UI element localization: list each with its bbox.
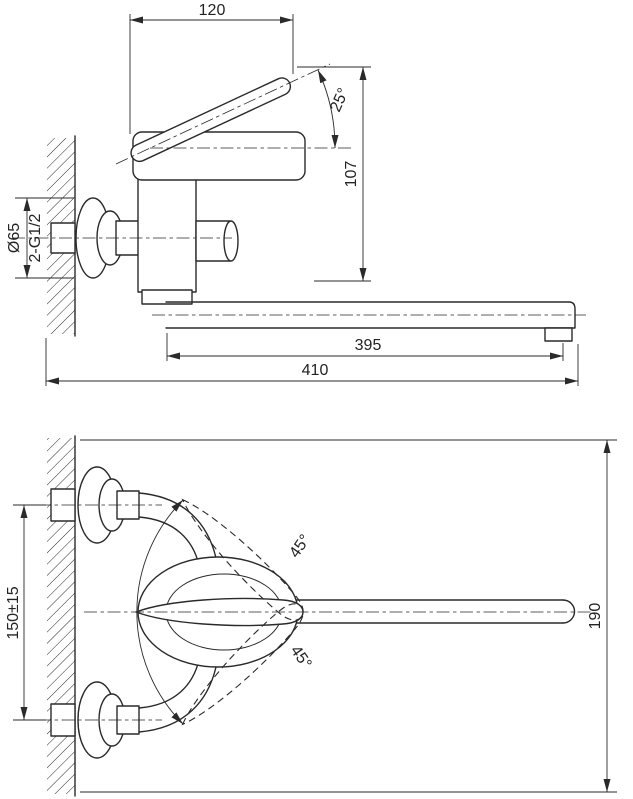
top-view: 120 25° 107 Ø65 2-G1/2 395 (6, 2, 586, 386)
dim-107-label: 107 (343, 161, 360, 188)
handle-axis-centerline (115, 63, 331, 165)
dim-escutcheon-diameter: Ø65 2-G1/2 (6, 197, 74, 279)
diverter-cap (223, 220, 239, 262)
dim-410-label: 410 (302, 362, 329, 379)
dim-dia65-label: Ø65 (6, 223, 23, 253)
dim-120-label: 120 (199, 2, 226, 19)
aerator (544, 327, 573, 342)
dim-overall-reach: 410 (45, 338, 579, 386)
dim-45deg-upper-label: 45° (286, 532, 314, 562)
dim-150-label: 150±15 (5, 586, 22, 639)
dim-395-label: 395 (355, 337, 382, 354)
body-cylinder (137, 175, 197, 293)
spout-plan (291, 599, 576, 624)
dim-spout-reach: 395 (166, 333, 564, 361)
faucet-body-side (132, 131, 306, 305)
spout-side (165, 301, 576, 342)
dim-handle-length: 120 (129, 2, 294, 134)
bottom-view: 150±15 45° 45° 190 (5, 435, 617, 797)
dim-25deg-label: 25° (327, 86, 352, 115)
dim-height: 107 (297, 66, 371, 282)
dim-mount-centers: 150±15 (5, 504, 46, 721)
dim-45deg-lower-label: 45° (287, 643, 315, 673)
dim-thread-label: 2-G1/2 (27, 213, 44, 262)
dim-handle-angle: 25° (317, 69, 353, 149)
dim-overall-height: 190 (80, 439, 617, 793)
spout-elbow (141, 289, 193, 305)
dim-190-label: 190 (587, 603, 604, 630)
spout-end-cap (562, 599, 576, 624)
spout-tube (165, 301, 576, 329)
